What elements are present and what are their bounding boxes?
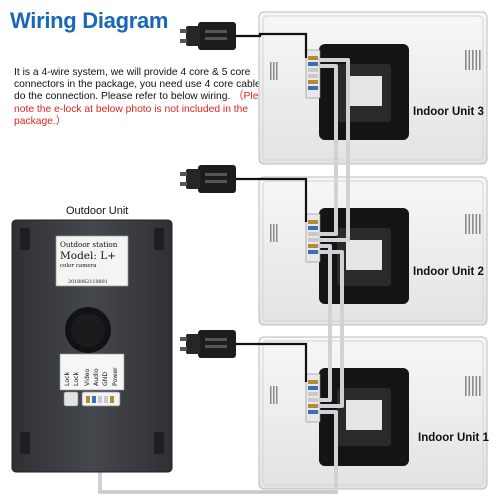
vent-grille-left [270,62,278,80]
terminal-block [308,220,318,254]
plate-serial: 2018062110801 [68,279,108,285]
plate-line3: color camera [60,263,97,269]
power-adapter-2 [180,165,308,222]
terminal-block [308,56,318,90]
description-note: （Please note the e-lock at below photo i… [14,91,276,127]
vent-grille-right [465,376,481,396]
plate-line2: Model: L+ [60,250,116,262]
indoor-unit-2 [258,176,488,326]
port-label-lock-2: Lock [73,371,80,386]
port-label-video: Video [84,368,91,386]
outdoor-unit-label: Outdoor Unit [66,205,129,217]
vent-grille-right [465,214,481,234]
port-label-gnd: GND [102,372,109,386]
vent-grille-right [465,50,481,70]
outdoor-unit [11,219,173,473]
description-main: It is a 4-wire system, we will provide 4… [14,67,273,103]
port-label-sticker [59,353,125,391]
product-label-plate [55,235,129,287]
description-block: It is a 4-wire system, we will provide 4… [14,67,276,128]
plate-line1: Outdoor station [60,240,118,249]
indoor-unit-1 [258,336,488,490]
indoor-unit-2-label: Indoor Unit 2 [413,266,484,278]
power-adapter-1 [180,330,308,382]
terminal-block [308,380,318,414]
port-label-power: Power [112,367,119,386]
port-label-lock-1: Lock [64,371,71,386]
power-adapter-3 [180,22,308,58]
diagram-title: Wiring Diagram [10,8,169,33]
indoor-unit-3 [258,11,488,165]
vent-grille-left [270,386,278,404]
indoor-unit-3-label: Indoor Unit 3 [413,106,484,118]
port-label-audio: Audio [93,368,100,386]
indoor-unit-1-label: Indoor Unit 1 [418,432,489,444]
port-labels: Lock Lock Video Audio GND Power [64,367,119,386]
vent-grille-left [270,224,278,242]
